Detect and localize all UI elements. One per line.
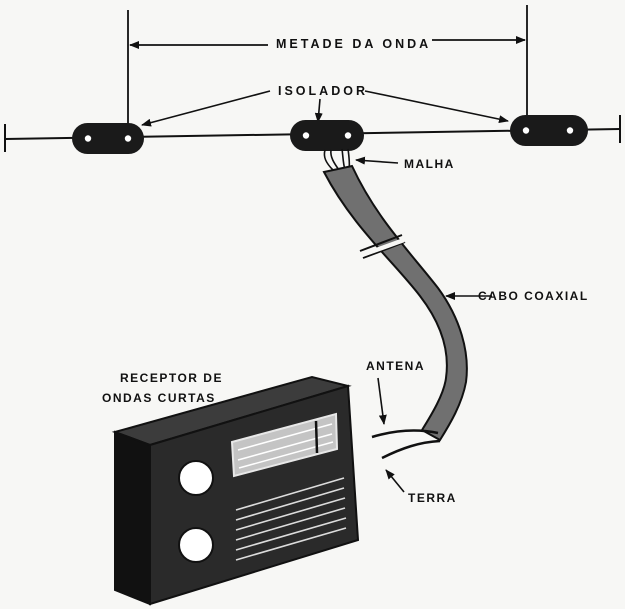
coax-label: CABO COAXIAL	[478, 289, 589, 303]
receiver-label-line1: RECEPTOR DE	[120, 371, 223, 385]
insulator-left	[72, 123, 144, 154]
ground-label: TERRA	[408, 491, 457, 505]
speaker-grille	[235, 477, 347, 561]
antenna-lead	[371, 429, 439, 439]
insulator-right	[510, 115, 588, 146]
receiver-label-line2: ONDAS CURTAS	[102, 391, 216, 405]
coaxial-cable	[322, 164, 468, 442]
insulator-center	[290, 120, 364, 151]
antenna-arrow	[377, 377, 387, 425]
insulator-arrow-left	[141, 90, 271, 127]
shortwave-receiver	[111, 375, 360, 606]
cable-break-mark-1	[359, 234, 403, 252]
insulator-arrow-right	[364, 90, 509, 124]
insulator-arrow-center	[314, 98, 323, 123]
half-wave-label: METADE DA ONDA	[276, 37, 431, 51]
cable-break-gap	[362, 238, 405, 257]
antenna-label: ANTENA	[366, 359, 425, 373]
speaker-top	[178, 460, 214, 496]
braid-label: MALHA	[404, 157, 455, 171]
insulator-label: ISOLADOR	[278, 84, 368, 98]
cable-break-mark-2	[362, 241, 406, 259]
ground-arrow	[385, 469, 405, 493]
ground-lead	[381, 439, 441, 460]
braid-arrow	[355, 156, 399, 165]
speaker-bottom	[178, 527, 214, 563]
tuning-dial	[230, 412, 339, 478]
